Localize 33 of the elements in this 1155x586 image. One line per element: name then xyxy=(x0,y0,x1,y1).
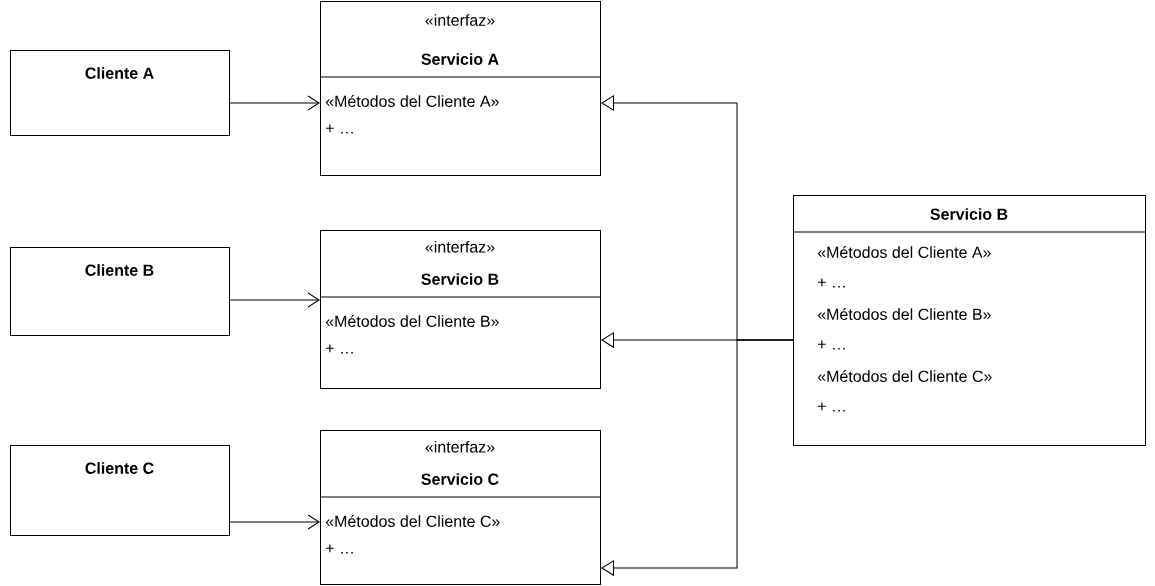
interface-box xyxy=(319,230,601,389)
class-box xyxy=(792,195,1146,446)
method-text: + … xyxy=(326,544,353,554)
method-text: + … xyxy=(326,344,353,354)
method-text: «Métodos del Cliente B» xyxy=(817,308,991,320)
class-name: Servicio B xyxy=(421,273,499,285)
method-text: + … xyxy=(818,278,845,288)
class-name: Cliente C xyxy=(85,462,154,474)
interface-box xyxy=(319,1,601,176)
method-text: «Métodos del Cliente A» xyxy=(817,246,991,258)
method-text: «Métodos del Cliente C» xyxy=(325,515,500,527)
class-name: Servicio A xyxy=(421,53,499,65)
method-text: + … xyxy=(326,124,353,134)
class-name: Servicio C xyxy=(421,473,499,485)
class-box xyxy=(10,445,230,536)
arrow xyxy=(229,95,320,111)
method-text: «Métodos del Cliente C» xyxy=(817,370,992,382)
method-text: «Métodos del Cliente B» xyxy=(325,315,499,327)
method-text: + … xyxy=(818,402,845,412)
class-box xyxy=(10,50,230,136)
method-text: «Métodos del Cliente A» xyxy=(325,95,499,107)
arrow xyxy=(229,514,320,530)
stereotype: «interfaz» xyxy=(425,240,495,253)
class-name: Cliente A xyxy=(85,67,154,79)
class-name: Servicio B xyxy=(930,208,1008,220)
stereotype: «interfaz» xyxy=(425,14,495,26)
method-text: + … xyxy=(818,340,845,350)
interface-box xyxy=(319,430,601,585)
class-name: Cliente B xyxy=(85,264,154,276)
realization-arrow xyxy=(601,339,794,576)
stereotype: «interfaz» xyxy=(425,440,495,453)
arrow xyxy=(229,292,320,308)
class-box xyxy=(10,247,230,336)
